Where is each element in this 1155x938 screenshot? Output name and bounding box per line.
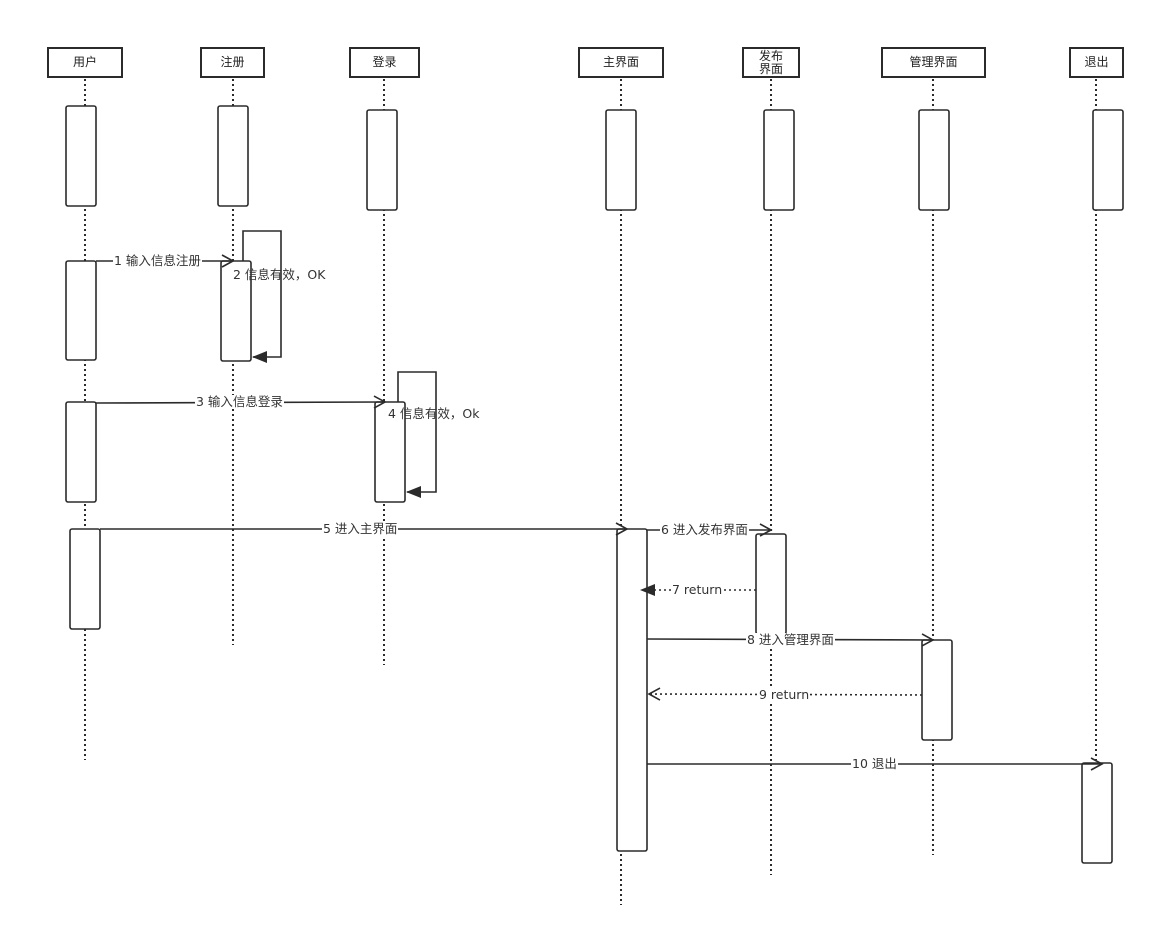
lifeline-header-exit: 退出 [1069, 47, 1124, 78]
activation-user-1 [65, 105, 97, 207]
lifeline-header-login: 登录 [349, 47, 420, 78]
activation-main-2 [616, 528, 648, 852]
message-10-label: 10 退出 [851, 756, 898, 771]
activation-manage-1 [918, 109, 950, 211]
activation-main-1 [605, 109, 637, 211]
message-4-label: 4 信息有效，Ok [388, 406, 480, 421]
message-2-arrow [242, 230, 282, 363]
lifeline-header-user: 用户 [47, 47, 123, 78]
activation-publish-1 [763, 109, 795, 211]
activation-exit-2 [1081, 762, 1113, 864]
lifeline-header-publish: 发布 界面 [742, 47, 800, 78]
message-3-label: 3 输入信息登录 [195, 394, 284, 409]
activation-register-2 [220, 260, 252, 362]
message-4-arrow [397, 371, 437, 498]
message-1-label: 1 输入信息注册 [113, 253, 202, 268]
message-9-label: 9 return [758, 687, 811, 702]
activation-exit-1 [1092, 109, 1124, 211]
lifeline-header-main: 主界面 [578, 47, 664, 78]
lifeline-header-register: 注册 [200, 47, 265, 78]
message-6-label: 6 进入发布界面 [660, 522, 749, 537]
activation-publish-2 [755, 533, 787, 635]
activation-user-4 [69, 528, 101, 630]
activation-user-3 [65, 401, 97, 503]
lifeline-header-manage: 管理界面 [881, 47, 986, 78]
activation-login-2 [374, 401, 406, 503]
message-8-label: 8 进入管理界面 [746, 632, 835, 647]
activation-manage-2 [921, 639, 953, 741]
message-7-label: 7 return [671, 582, 724, 597]
activation-login-1 [366, 109, 398, 211]
message-5-label: 5 进入主界面 [322, 521, 399, 536]
activation-register-1 [217, 105, 249, 207]
activation-user-2 [65, 260, 97, 361]
message-2-label: 2 信息有效，OK [233, 267, 326, 282]
